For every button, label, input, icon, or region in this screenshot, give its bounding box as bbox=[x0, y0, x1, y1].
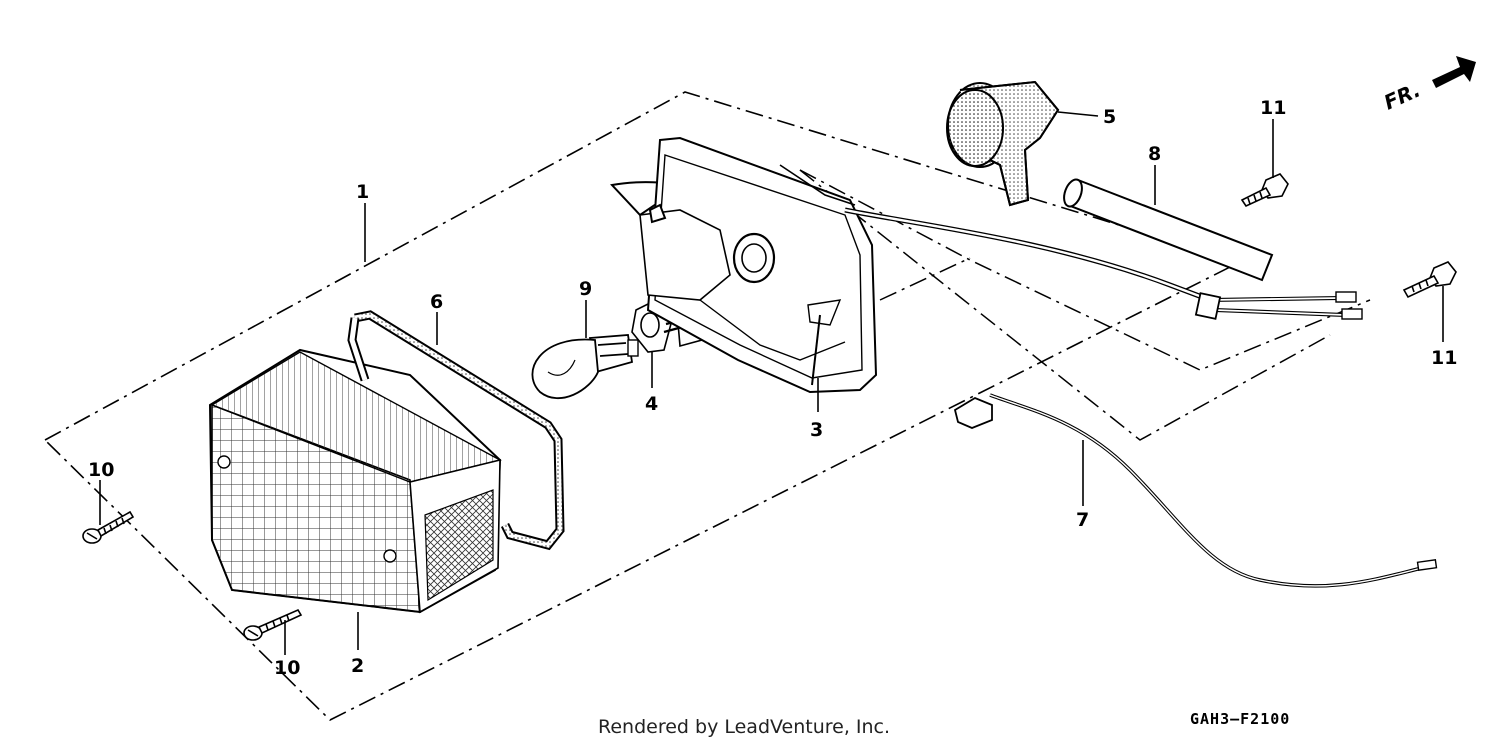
lens-gasket bbox=[347, 310, 565, 551]
arrow-icon bbox=[1432, 56, 1476, 88]
bolt-11-lower bbox=[1402, 261, 1457, 299]
bolt-11-upper bbox=[1240, 173, 1289, 208]
callout-8: 8 bbox=[1148, 143, 1161, 165]
leader-lines bbox=[99, 111, 1444, 655]
screw-10-lower bbox=[243, 608, 303, 641]
callout-1: 1 bbox=[356, 181, 369, 203]
callout-11-lower: 11 bbox=[1431, 347, 1457, 369]
diagram-code: GAH3–F2100 bbox=[1190, 710, 1291, 728]
callout-9: 9 bbox=[579, 278, 592, 300]
render-credit: Rendered by LeadVenture, Inc. bbox=[598, 716, 891, 738]
ground-wire bbox=[953, 393, 1438, 588]
callout-10-upper: 10 bbox=[88, 459, 114, 481]
callout-6: 6 bbox=[430, 291, 443, 313]
wire-harness bbox=[844, 207, 1363, 320]
callout-3: 3 bbox=[810, 419, 823, 441]
callout-7: 7 bbox=[1076, 509, 1089, 531]
rubber-boot bbox=[946, 80, 1060, 207]
tail-housing bbox=[610, 136, 878, 394]
protective-tube bbox=[1063, 178, 1274, 282]
tail-lens bbox=[208, 348, 502, 614]
callout-11-upper: 11 bbox=[1260, 97, 1286, 119]
screw-10-upper bbox=[82, 510, 135, 544]
front-direction-label: FR. bbox=[1380, 78, 1424, 115]
wiring-outline bbox=[799, 169, 1371, 441]
callout-2: 2 bbox=[351, 655, 364, 677]
callouts: 1 2 3 4 5 6 7 8 9 10 10 11 11 bbox=[88, 97, 1457, 679]
front-direction-indicator: FR. bbox=[1380, 56, 1476, 115]
callout-10-lower: 10 bbox=[274, 657, 300, 679]
callout-5: 5 bbox=[1103, 106, 1116, 128]
bulb bbox=[531, 334, 639, 399]
callout-4: 4 bbox=[645, 393, 658, 415]
